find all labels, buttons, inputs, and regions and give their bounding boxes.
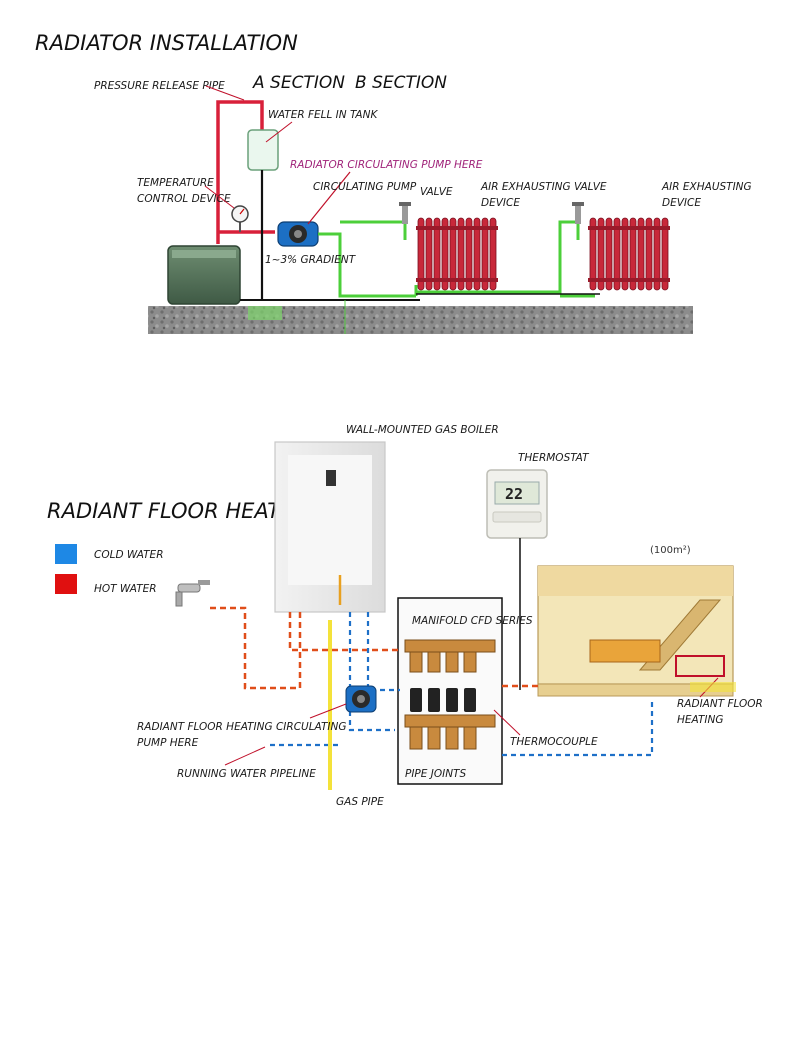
- thermostat-label: THERMOSTAT: [518, 452, 590, 464]
- air-exhausting-a-label-2: DEVICE: [481, 197, 520, 209]
- radiator-fin: [653, 217, 661, 291]
- legend-cold-swatch: [55, 544, 77, 564]
- pump-note-arrow: [309, 703, 347, 719]
- radiator-header-top: [588, 226, 670, 230]
- cold-line-pump: [366, 612, 400, 692]
- radiator-fin: [637, 217, 645, 291]
- legend-cold-label: COLD WATER: [94, 549, 164, 561]
- water-fell-label: WATER FELL IN TANK: [268, 109, 378, 121]
- radiant-label-2: HEATING: [677, 714, 723, 726]
- valve-b-label: VALVE: [574, 181, 607, 193]
- return-pipe-green: [318, 232, 595, 298]
- temperature-control-arrow: [204, 185, 235, 209]
- thermostat-device: [486, 469, 548, 539]
- radiant-label-1: RADIANT FLOOR: [677, 698, 763, 710]
- radiator-a: [416, 217, 498, 291]
- radiator-fin: [441, 217, 449, 291]
- wall-mounted-gas-boiler: [274, 441, 386, 613]
- circulating-pump-label: CIRCULATING PUMP: [313, 181, 417, 193]
- gas-pipe-label: GAS PIPE: [336, 796, 384, 808]
- radiator-fin: [417, 217, 425, 291]
- radiator-fin: [629, 217, 637, 291]
- boiler-tank: [167, 245, 241, 305]
- boiler-label: WALL-MOUNTED GAS BOILER: [346, 424, 499, 436]
- radiator-fin: [605, 217, 613, 291]
- radiator-fin: [661, 217, 669, 291]
- radiator-fin: [489, 217, 497, 291]
- temperature-control-label-1: TEMPERATURE: [137, 177, 214, 189]
- cold-line-room: [502, 700, 654, 757]
- gradient-label: 1~3% GRADIENT: [265, 254, 357, 266]
- pressure-release-label: PRESSURE RELEASE PIPE: [94, 80, 225, 92]
- manifold-valves: [404, 639, 496, 750]
- circulating-pump-hub: [294, 230, 302, 238]
- hot-line-faucet: [210, 606, 302, 690]
- radiator-fin: [433, 217, 441, 291]
- radiator-fin: [425, 217, 433, 291]
- gauge-needle: [239, 208, 245, 215]
- manifold-label: MANIFOLD CFD SERIES: [412, 615, 533, 627]
- air-exhausting-a-label-1: AIR EXHAUSTING: [480, 181, 571, 193]
- radiator-pump-note: RADIATOR CIRCULATING PUMP HERE: [290, 159, 483, 171]
- water-fell-arrow: [265, 121, 293, 143]
- radiator-fin: [645, 217, 653, 291]
- radiator-fin: [621, 217, 629, 291]
- air-exhausting-b-label-2: DEVICE: [662, 197, 701, 209]
- pipe-joints-label: PIPE JOINTS: [405, 768, 466, 780]
- area-label: (100m²): [650, 545, 691, 556]
- faucet-icon: [175, 580, 210, 607]
- running-water-arrow: [224, 746, 266, 766]
- radiator-header-bottom: [416, 278, 498, 282]
- radiator-fin: [457, 217, 465, 291]
- pump-note-2: PUMP HERE: [137, 737, 199, 749]
- valve-a-label: VALVE: [420, 186, 453, 198]
- radiator-fin: [481, 217, 489, 291]
- radiator-header-bottom: [588, 278, 670, 282]
- radiant-highlight: [690, 682, 736, 692]
- floor-circulating-pump: [345, 685, 377, 713]
- floor-title: RADIANT FLOOR HEATING: [47, 499, 318, 523]
- pressure-release-arrow: [205, 85, 245, 101]
- radiator-b: [588, 217, 670, 291]
- radiator-fin: [449, 217, 457, 291]
- pump-note-1: RADIANT FLOOR HEATING CIRCULATING: [137, 721, 346, 733]
- legend-hot-swatch: [55, 574, 77, 594]
- radiator-pump-arrow: [307, 171, 351, 225]
- room-illustration: [537, 565, 734, 697]
- radiator-header-top: [416, 226, 498, 230]
- boiler-tank-top: [172, 250, 236, 258]
- radiator-fin: [465, 217, 473, 291]
- radiator-fin: [597, 217, 605, 291]
- radiator-fin: [613, 217, 621, 291]
- cold-line-return: [348, 612, 395, 732]
- radiator-fin: [473, 217, 481, 291]
- air-exhausting-b-label-1: AIR EXHAUSTING: [661, 181, 752, 193]
- drain-highlight: [248, 306, 282, 320]
- thermocouple-label: THERMOCOUPLE: [510, 736, 598, 748]
- pressure-release-pipe: [216, 100, 264, 244]
- radiator-title: RADIATOR INSTALLATION: [35, 31, 298, 55]
- ground-gravel: [148, 306, 693, 334]
- valve-b: [572, 202, 584, 224]
- temperature-control-label-2: CONTROL DEVICE: [137, 193, 231, 205]
- thermocouple-arrow: [493, 709, 521, 736]
- valve-a: [399, 202, 411, 224]
- radiator-fin: [589, 217, 597, 291]
- feed-pipe-b: [414, 220, 580, 296]
- thermostat-display: 22: [505, 485, 523, 503]
- hot-line-supply: [288, 612, 400, 652]
- a-section-label: A SECTION: [252, 73, 345, 93]
- b-section-label: B SECTION: [355, 73, 447, 93]
- running-water-label: RUNNING WATER PIPELINE: [177, 768, 316, 780]
- legend-hot-label: HOT WATER: [94, 583, 157, 595]
